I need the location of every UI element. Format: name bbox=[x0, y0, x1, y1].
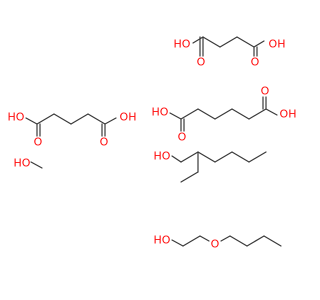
oxygen-label: O bbox=[178, 131, 187, 144]
oh-label: HO bbox=[8, 111, 25, 124]
hydroxyl-label: HO bbox=[14, 157, 31, 170]
oxygen-label: O bbox=[197, 56, 206, 69]
oh-label: HO bbox=[152, 106, 169, 119]
ether-oxygen-label: O bbox=[211, 238, 220, 251]
oh-label: HO bbox=[174, 38, 191, 51]
oxygen-label: O bbox=[261, 85, 270, 98]
glutaric-acid: HO O O OH bbox=[8, 111, 137, 149]
hydroxyl-label: HO bbox=[154, 150, 171, 163]
oxygen-label: O bbox=[251, 56, 260, 69]
oxygen-label: O bbox=[34, 136, 43, 149]
methanol: HO bbox=[14, 157, 43, 170]
adipic-acid: HO O O OH bbox=[152, 85, 297, 144]
oh-label: OH bbox=[269, 38, 286, 51]
structure-diagram: HO O O OH HO O O OH HO O O OH bbox=[8, 36, 297, 251]
oh-label: OH bbox=[280, 108, 297, 121]
hydroxyl-label: HO bbox=[154, 234, 171, 247]
ethylhexanol: HO bbox=[154, 150, 267, 183]
butoxyethanol: HO O bbox=[154, 234, 282, 251]
succinic-acid: HO O O OH bbox=[174, 36, 286, 69]
oh-label: OH bbox=[120, 111, 137, 124]
oxygen-label: O bbox=[100, 136, 109, 149]
